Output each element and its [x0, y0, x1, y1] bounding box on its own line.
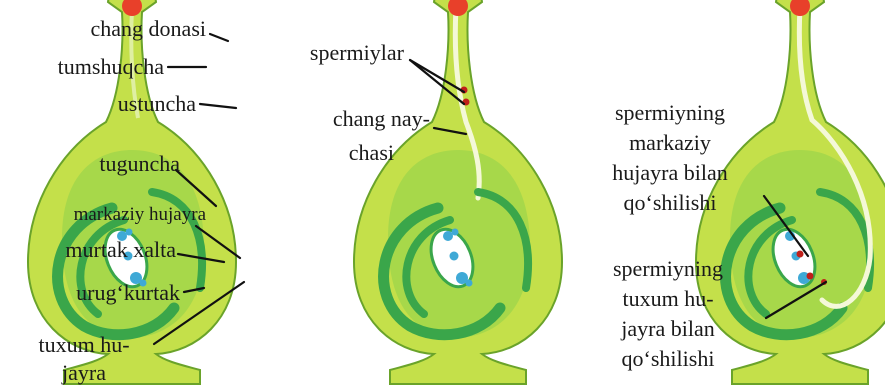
label-chang-donasi: chang donasi	[91, 16, 206, 41]
label-murtak-xalta: murtak xalta	[65, 237, 176, 262]
pistil-2-nucleus-top	[443, 231, 453, 241]
label-sperm-central-2: markaziy	[629, 130, 711, 155]
label-tuguncha: tuguncha	[99, 151, 180, 176]
pistil-3	[696, 0, 885, 384]
label-chang-naychasi-1: chang nay-	[333, 106, 430, 131]
label-chang-naychasi-2: chasi	[349, 140, 394, 165]
sperm-3-central	[797, 251, 804, 258]
pointer-ustuncha	[200, 104, 236, 108]
label-ustuncha: ustuncha	[118, 91, 196, 116]
label-sperm-central-3: hujayra bilan	[612, 160, 727, 185]
label-sperm-egg-3: jayra bilan	[620, 316, 714, 341]
label-tuxum-hujayra-1: tuxum hu-	[38, 332, 129, 357]
label-sperm-egg-2: tuxum hu-	[622, 286, 713, 311]
pistil-2-central-nucleus	[450, 252, 459, 261]
label-markaziy-hujayra: markaziy hujayra	[74, 204, 207, 225]
label-sperm-egg-4: qo‘shilishi	[622, 346, 715, 371]
label-sperm-central-4: qo‘shilishi	[624, 190, 717, 215]
pistil-2-synergid	[466, 280, 473, 287]
pointer-chang-donasi	[210, 34, 228, 41]
label-tuxum-hujayra-2: jayra	[61, 360, 106, 385]
label-tumshuqcha: tumshuqcha	[58, 54, 165, 79]
pistil-1-nucleus-top-2	[126, 229, 133, 236]
label-sperm-egg-1: spermiyning	[613, 256, 723, 281]
label-sperm-central-1: spermiyning	[615, 100, 725, 125]
label-spermiylar: spermiylar	[310, 40, 405, 65]
label-urugkurtak: urug‘kurtak	[76, 280, 180, 305]
sperm-3-egg	[807, 273, 814, 280]
pistil-2-nucleus-top-2	[452, 229, 459, 236]
